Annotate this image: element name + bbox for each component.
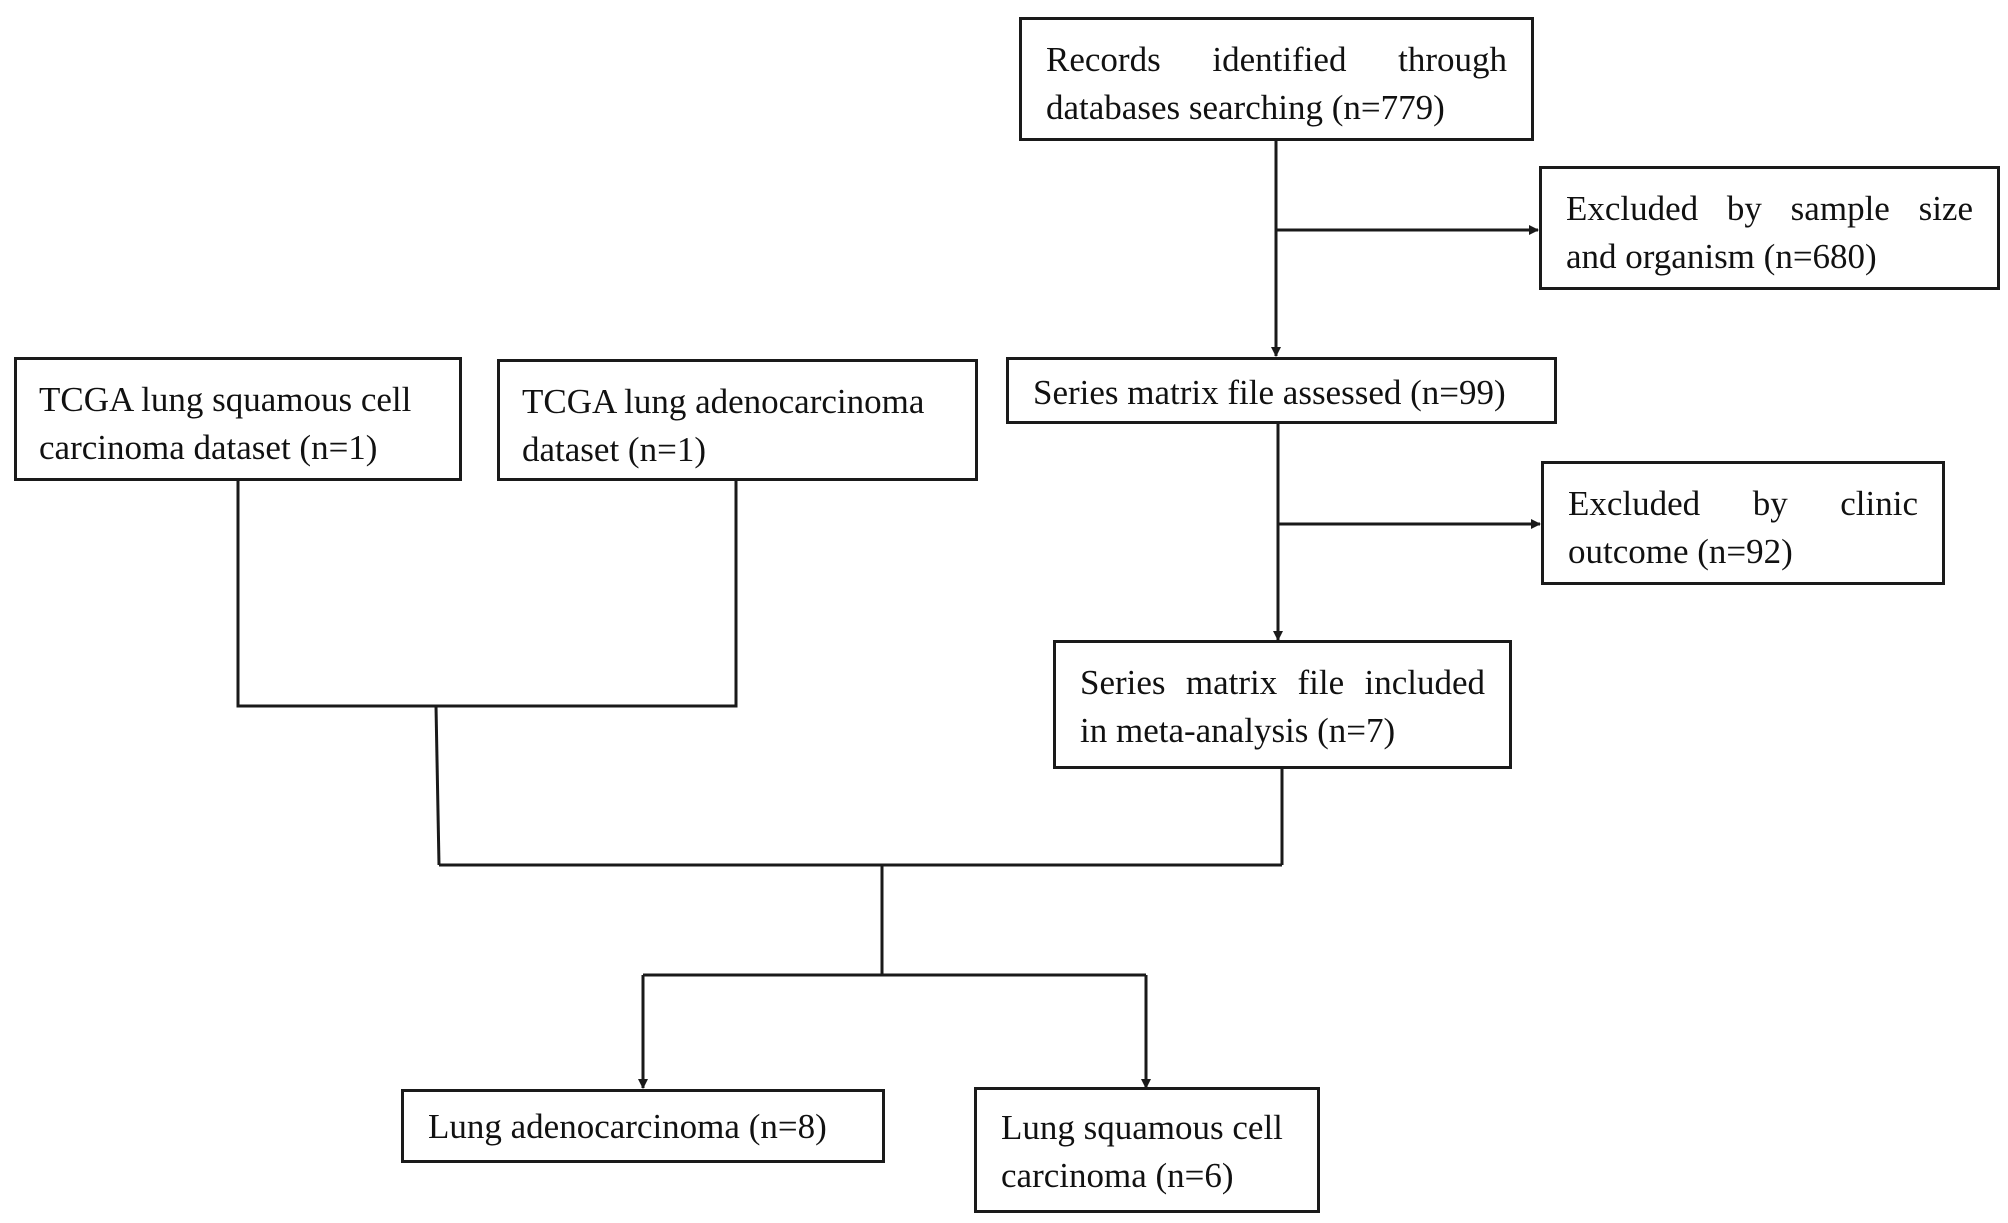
records-identified-line1: Records identified through	[1046, 40, 1507, 79]
excluded-sample-size-line1: Excluded by sample size	[1566, 189, 1973, 228]
tcga-luad-box: TCGA lung adenocarcinoma dataset (n=1)	[497, 359, 978, 481]
tcga-luad-line2: dataset (n=1)	[522, 430, 706, 469]
series-assessed-line1: Series matrix file assessed (n=99)	[1033, 373, 1506, 412]
tcga-luad-line1: TCGA lung adenocarcinoma	[522, 382, 925, 421]
series-included-box: Series matrix file included in meta-anal…	[1053, 640, 1512, 769]
lung-adeno-box: Lung adenocarcinoma (n=8)	[401, 1089, 885, 1163]
tcga-lusc-line1: TCGA lung squamous cell	[39, 380, 412, 419]
tcga-lusc-box: TCGA lung squamous cell carcinoma datase…	[14, 357, 462, 481]
records-identified-box: Records identified through databases sea…	[1019, 17, 1534, 141]
connector-tcga-merge	[236, 480, 738, 708]
excluded-clinic-line2: outcome (n=92)	[1568, 532, 1793, 571]
excluded-clinic-box: Excluded by clinic outcome (n=92)	[1541, 461, 1945, 585]
connector-tcga-down	[434, 705, 441, 866]
lung-adeno-line1: Lung adenocarcinoma (n=8)	[428, 1107, 827, 1146]
excluded-clinic-line1: Excluded by clinic	[1568, 484, 1918, 523]
lung-squamous-box: Lung squamous cell carcinoma (n=6)	[974, 1087, 1320, 1213]
lung-squamous-line1: Lung squamous cell	[1001, 1108, 1283, 1147]
series-included-line2: in meta-analysis (n=7)	[1080, 711, 1396, 750]
records-identified-line2: databases searching (n=779)	[1046, 88, 1445, 127]
tcga-lusc-line2: carcinoma dataset (n=1)	[39, 428, 378, 467]
lung-squamous-line2: carcinoma (n=6)	[1001, 1156, 1234, 1195]
excluded-sample-size-box: Excluded by sample size and organism (n=…	[1539, 166, 2000, 290]
series-assessed-box: Series matrix file assessed (n=99)	[1006, 357, 1557, 424]
excluded-sample-size-line2: and organism (n=680)	[1566, 237, 1877, 276]
series-included-line1: Series matrix file included	[1080, 663, 1485, 702]
